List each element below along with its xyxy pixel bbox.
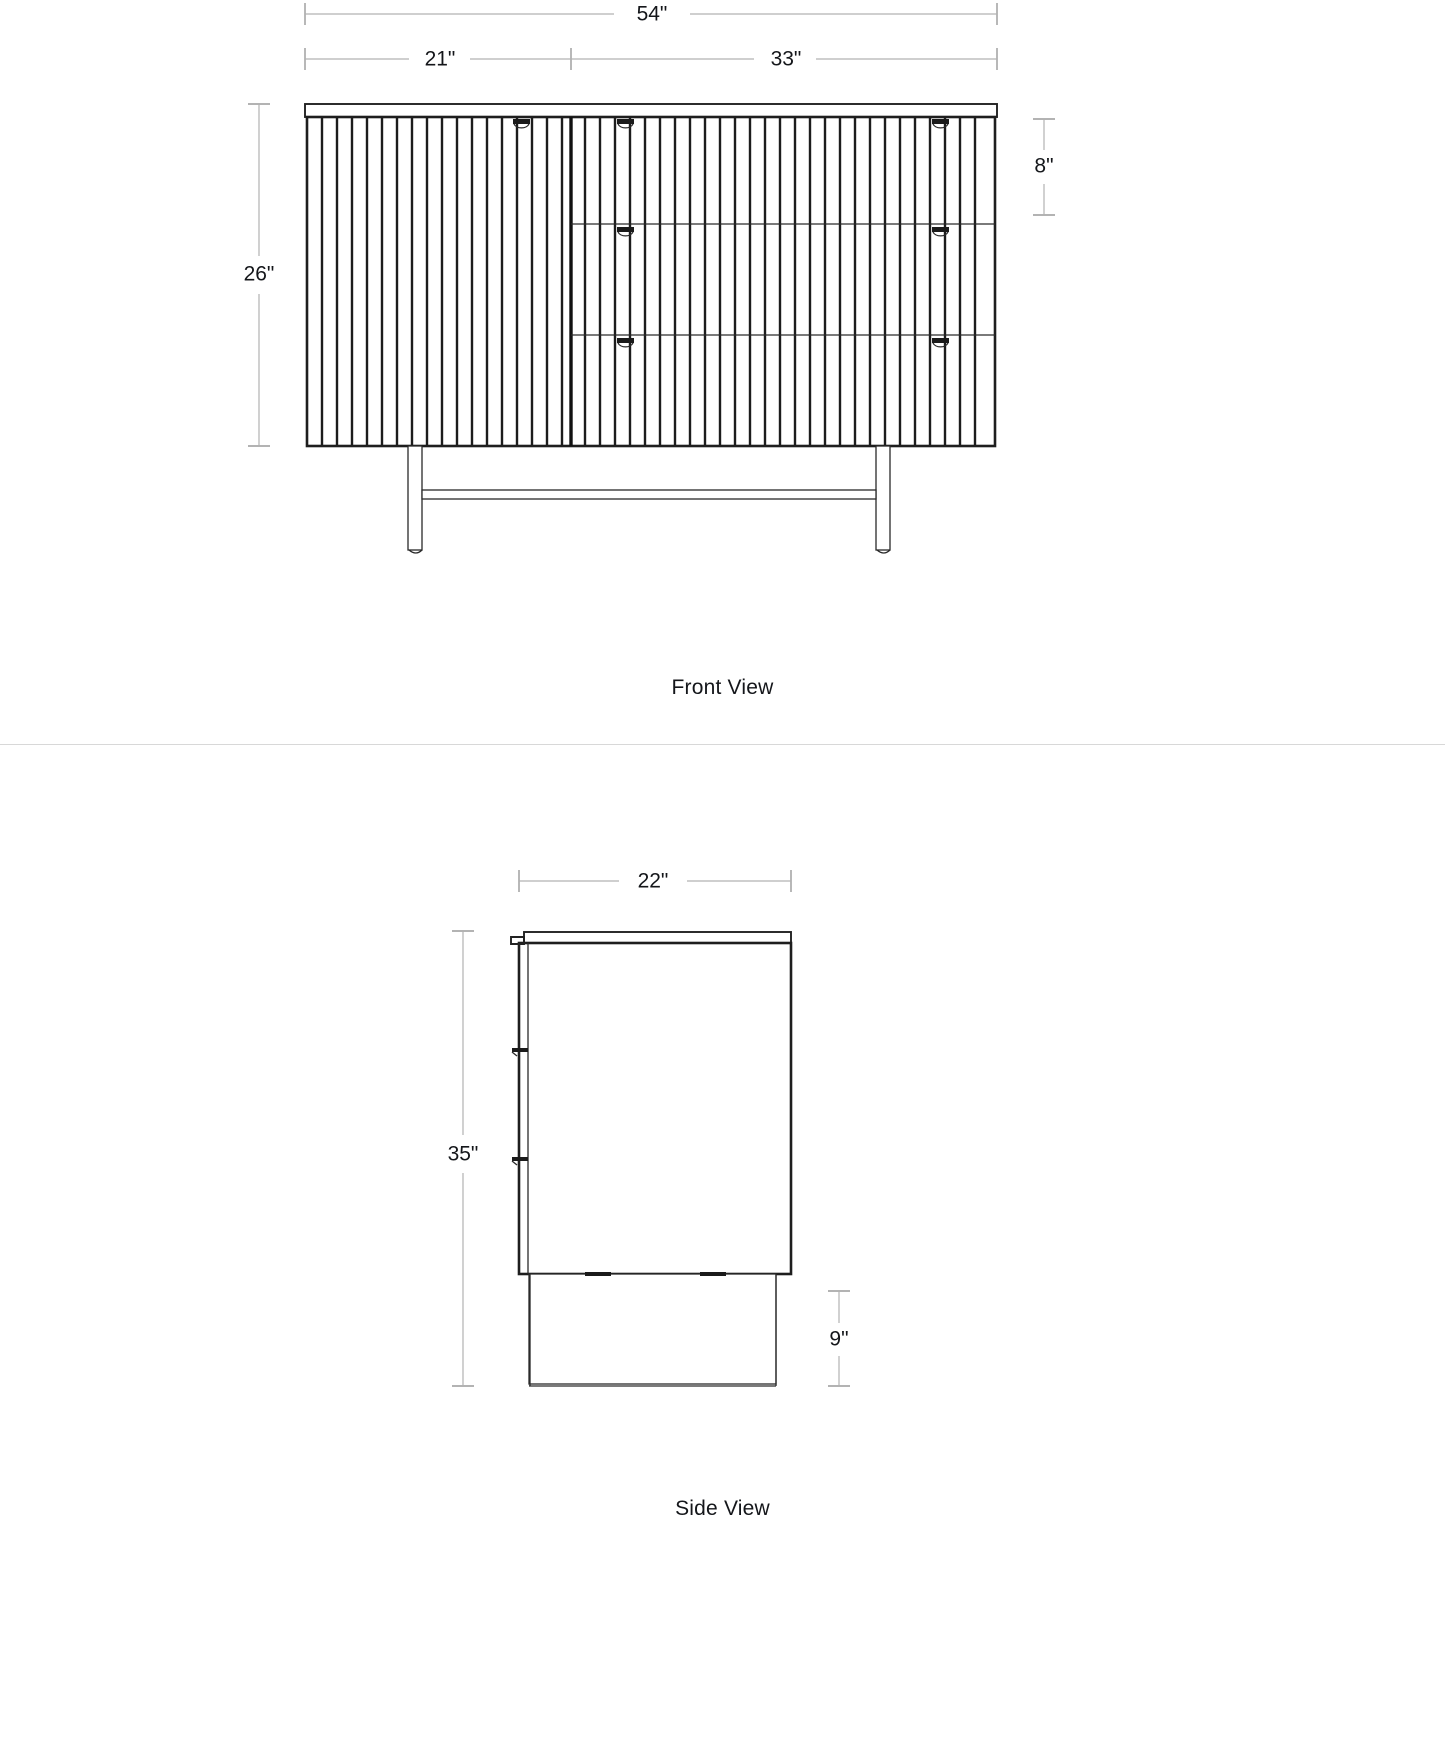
side-view-caption: Side View xyxy=(675,1497,770,1520)
side-view-panel: 22" 35" 9" xyxy=(0,745,1445,1739)
front-view-drawing: 54" 21" 33" 26" xyxy=(244,3,1055,554)
side-pull-top[interactable] xyxy=(510,936,525,945)
stretcher-rail xyxy=(421,489,877,500)
dimension-top-drawer-height-label: 8" xyxy=(1034,155,1053,178)
dimension-leg-height-label: 9" xyxy=(829,1328,848,1351)
dimension-overall-width: 54" xyxy=(304,3,998,26)
dimension-case-height: 26" xyxy=(244,103,275,447)
dimension-overall-depth: 22" xyxy=(518,870,792,893)
dimension-left-width-label: 21" xyxy=(425,48,456,71)
dimension-overall-height-label: 35" xyxy=(448,1143,479,1166)
view-divider xyxy=(0,744,1445,745)
pull-left-door[interactable] xyxy=(513,119,530,129)
pull-middle-drawer-left[interactable] xyxy=(617,227,634,237)
cabinet-top-surface xyxy=(304,103,998,118)
side-pull-lower[interactable] xyxy=(511,1157,528,1166)
dimension-right-width-label: 33" xyxy=(771,48,802,71)
pull-top-drawer-right[interactable] xyxy=(932,119,949,129)
pull-middle-drawer-right[interactable] xyxy=(932,227,949,237)
side-case-outline xyxy=(517,941,793,1276)
dimension-overall-height: 35" xyxy=(448,930,479,1387)
side-cabinet-body xyxy=(510,931,793,1276)
dimension-segment-widths: 21" 33" xyxy=(304,48,998,71)
dimension-leg-height: 9" xyxy=(828,1290,850,1387)
base-bracket-right xyxy=(700,1272,726,1276)
front-view-panel: 54" 21" 33" 26" xyxy=(0,0,1445,745)
side-top-surface xyxy=(523,931,792,944)
front-view-caption: Front View xyxy=(671,676,774,699)
side-view-drawing: 22" 35" 9" xyxy=(448,870,850,1387)
pull-top-drawer-left[interactable] xyxy=(617,119,634,129)
base-bracket-left xyxy=(585,1272,611,1276)
foot-right xyxy=(876,549,891,554)
foot-left xyxy=(408,549,423,554)
dimension-case-height-label: 26" xyxy=(244,263,275,286)
side-base-assembly xyxy=(528,1272,777,1387)
front-base-assembly xyxy=(407,445,891,554)
cabinet-case-outline xyxy=(305,115,997,448)
leg-right xyxy=(875,445,891,551)
side-base-plinth xyxy=(528,1273,777,1385)
dimension-overall-depth-label: 22" xyxy=(638,870,669,893)
dimension-overall-width-label: 54" xyxy=(637,3,668,26)
dimension-top-drawer-height: 8" xyxy=(1033,118,1055,216)
fluted-slat-group xyxy=(320,118,977,445)
pull-bottom-drawer-right[interactable] xyxy=(932,338,949,348)
leg-left xyxy=(407,445,423,551)
side-pull-middle[interactable] xyxy=(511,1048,528,1057)
pull-bottom-drawer-left[interactable] xyxy=(617,338,634,348)
front-cabinet-body xyxy=(304,103,998,448)
